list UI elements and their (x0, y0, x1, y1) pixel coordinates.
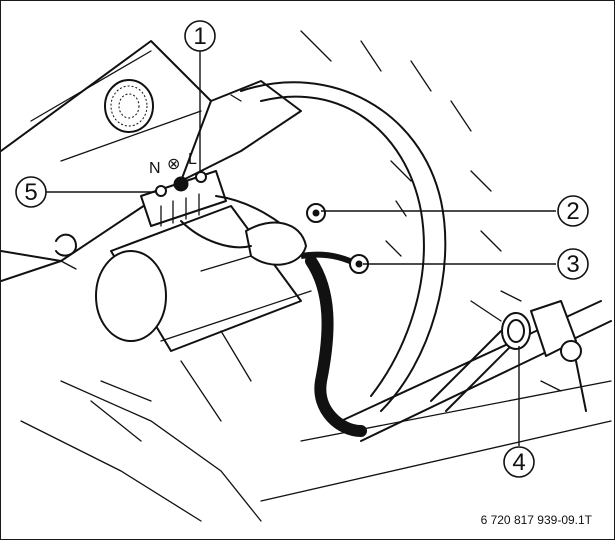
ignition-electrode-connector (430, 290, 587, 412)
figure-reference-code: 6 720 817 939-09.1T (480, 513, 592, 527)
callout-4: 4 (503, 346, 535, 478)
left-bracket (55, 233, 77, 270)
earth-screw (306, 203, 326, 223)
callout-1: 1 (184, 20, 216, 171)
callout-4-label: 4 (512, 449, 525, 476)
terminal-l-marking: L (188, 151, 197, 168)
callout-5-label: 5 (24, 179, 37, 206)
callout-1-label: 1 (193, 23, 206, 50)
fan-housing (240, 30, 502, 412)
terminal-l (195, 171, 207, 183)
inspection-window (104, 79, 154, 133)
terminal-earth-marking: ⊗ (167, 154, 180, 173)
terminal-earth (173, 176, 189, 192)
callout-2-label: 2 (566, 198, 579, 225)
callout-2: 2 (321, 195, 589, 227)
burner-housing (1, 40, 302, 522)
callout-5: 5 (15, 176, 156, 208)
ignition-cable (300, 251, 367, 437)
terminal-wires (180, 195, 307, 266)
callout-3: 3 (363, 248, 589, 280)
cable-clamp-screw (349, 254, 369, 274)
terminal-n-marking: N (149, 160, 161, 177)
terminal-strip: N ⊗ L (140, 151, 227, 227)
terminal-n (155, 185, 167, 197)
callout-3-label: 3 (566, 251, 579, 278)
